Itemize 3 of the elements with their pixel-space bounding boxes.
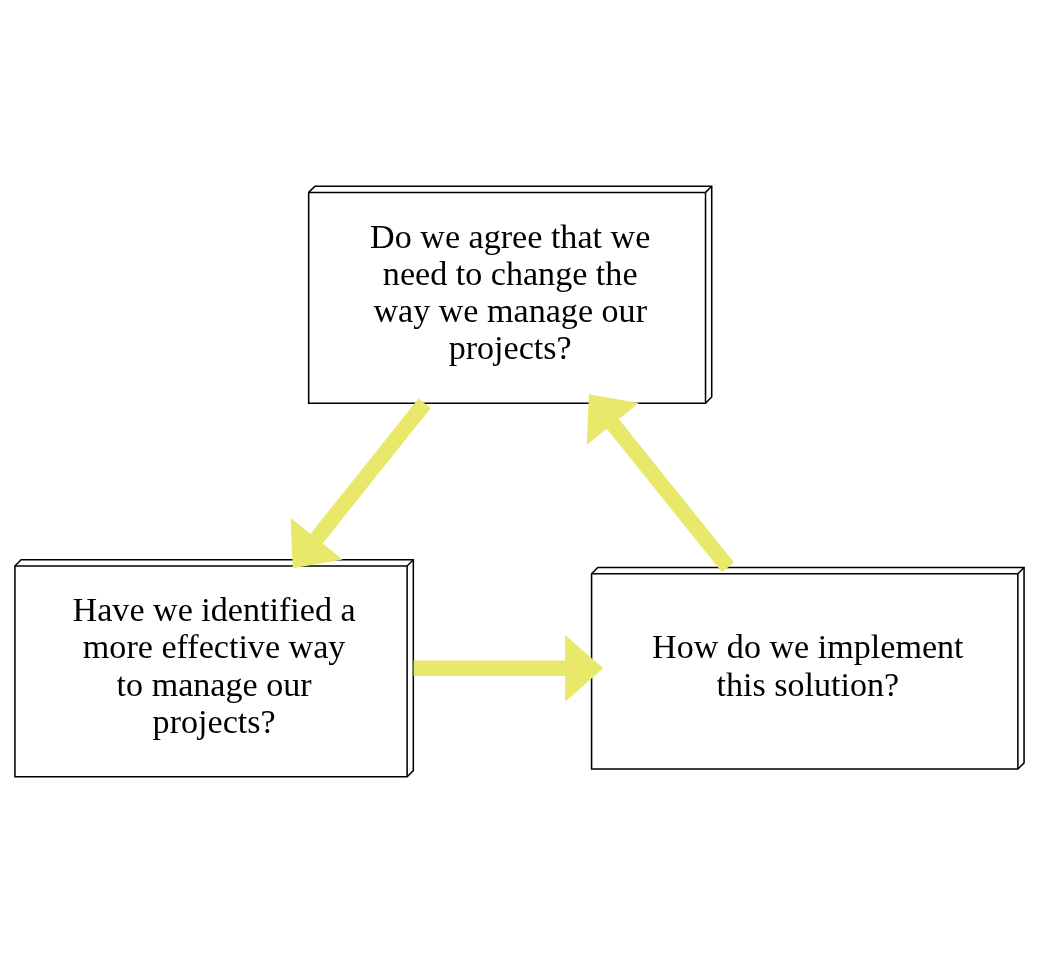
arrow [290, 398, 431, 568]
arrow [413, 634, 604, 702]
arrow [586, 393, 735, 572]
